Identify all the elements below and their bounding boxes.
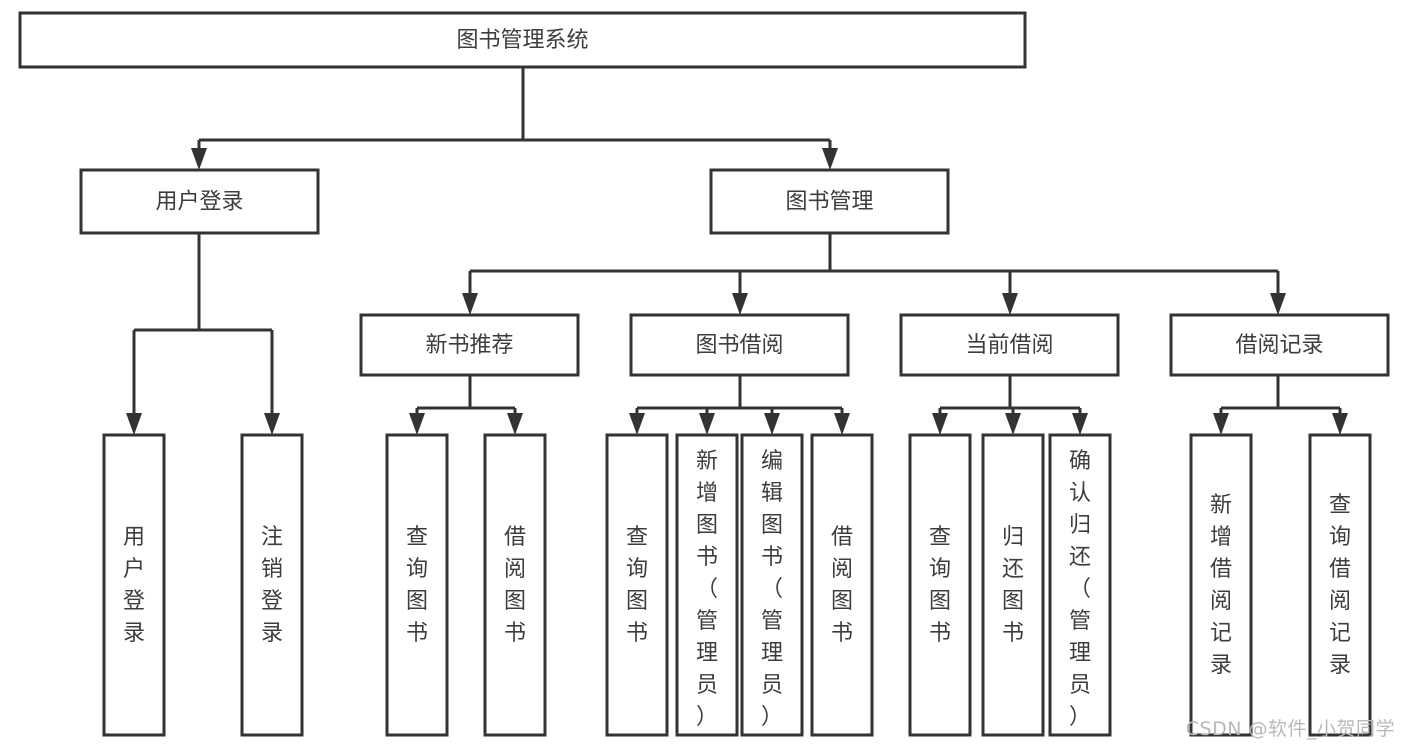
node-box-borrow-record[interactable] — [1169, 313, 1390, 377]
arrow-head-icon-userlogin-1 — [264, 413, 280, 435]
arrow-head-icon-current-borrow-2 — [1072, 413, 1088, 435]
node-box-leaf-return-book[interactable] — [981, 433, 1045, 737]
node-boxes — [18, 11, 1390, 737]
node-labels: 图书管理系统用户登录图书管理新书推荐图书借阅当前借阅借阅记录用户登录注销登录查询… — [123, 28, 1351, 730]
node-label-leaf-borrow-book-1: 借阅图书 — [504, 525, 526, 646]
node-label-borrow-record: 借阅记录 — [1235, 333, 1323, 358]
node-label-leaf-logout: 注销登录 — [261, 525, 283, 646]
node-box-leaf-user-login[interactable] — [102, 433, 166, 737]
connector-lines — [126, 67, 1348, 435]
node-label-root: 图书管理系统 — [456, 28, 588, 53]
node-box-leaf-borrow-book-2[interactable] — [810, 433, 874, 737]
node-box-new-book-recommend[interactable] — [359, 313, 580, 377]
node-box-leaf-confirm-return[interactable] — [1048, 433, 1112, 737]
arrow-head-icon-userlogin-0 — [126, 413, 142, 435]
node-label-leaf-add-book: 新增图书（管理员） — [696, 449, 718, 730]
node-label-leaf-confirm-return: 确认归还（管理员） — [1069, 449, 1091, 730]
node-box-leaf-logout[interactable] — [240, 433, 304, 737]
arrow-head-icon-book-borrow-2 — [764, 413, 780, 435]
arrow-head-icon-new-book-recommend-1 — [507, 413, 523, 435]
node-box-book-management[interactable] — [709, 168, 950, 235]
arrow-head-icon-book-borrow-1 — [699, 413, 715, 435]
arrow-head-icon-bookmgmt-3 — [1270, 293, 1286, 315]
node-label-leaf-user-login: 用户登录 — [123, 525, 145, 646]
node-box-leaf-add-book[interactable] — [675, 433, 739, 737]
node-box-leaf-query-record[interactable] — [1308, 433, 1372, 737]
node-label-user-login: 用户登录 — [155, 190, 243, 215]
node-label-leaf-query-book-1: 查询图书 — [406, 525, 428, 646]
node-label-book-management: 图书管理 — [785, 190, 873, 215]
node-box-leaf-query-book-1[interactable] — [385, 433, 449, 737]
node-box-leaf-query-book-3[interactable] — [908, 433, 972, 737]
node-box-leaf-borrow-book-1[interactable] — [483, 433, 547, 737]
node-box-leaf-edit-book[interactable] — [740, 433, 804, 737]
node-label-leaf-return-book: 归还图书 — [1002, 525, 1024, 646]
node-label-leaf-add-record: 新增借阅记录 — [1210, 493, 1232, 678]
arrow-head-icon-root-0 — [191, 148, 207, 170]
node-label-current-borrow: 当前借阅 — [965, 333, 1053, 358]
node-label-leaf-query-book-2: 查询图书 — [626, 525, 648, 646]
node-label-leaf-borrow-book-2: 借阅图书 — [831, 525, 853, 646]
node-label-leaf-query-book-3: 查询图书 — [929, 525, 951, 646]
node-label-book-borrow: 图书借阅 — [695, 333, 783, 358]
node-box-leaf-add-record[interactable] — [1189, 433, 1253, 737]
arrow-head-icon-book-borrow-3 — [834, 413, 850, 435]
arrow-head-icon-book-borrow-0 — [629, 413, 645, 435]
arrow-head-icon-bookmgmt-0 — [462, 293, 478, 315]
node-box-leaf-query-book-2[interactable] — [605, 433, 669, 737]
arrow-head-icon-current-borrow-0 — [932, 413, 948, 435]
arrow-head-icon-current-borrow-1 — [1005, 413, 1021, 435]
node-box-book-borrow[interactable] — [629, 313, 850, 377]
arrow-head-icon-borrow-record-0 — [1213, 413, 1229, 435]
arrow-head-icon-bookmgmt-1 — [732, 293, 748, 315]
arrow-head-icon-bookmgmt-2 — [1002, 293, 1018, 315]
node-label-leaf-edit-book: 编辑图书（管理员） — [761, 449, 783, 730]
arrow-head-icon-borrow-record-1 — [1332, 413, 1348, 435]
node-label-leaf-query-record: 查询借阅记录 — [1329, 493, 1351, 678]
node-box-user-login[interactable] — [79, 168, 320, 235]
node-box-current-borrow[interactable] — [899, 313, 1120, 377]
arrow-head-icon-new-book-recommend-0 — [409, 413, 425, 435]
node-label-new-book-recommend: 新书推荐 — [425, 333, 513, 358]
arrow-head-icon-root-1 — [822, 148, 838, 170]
node-box-root[interactable] — [18, 11, 1027, 69]
